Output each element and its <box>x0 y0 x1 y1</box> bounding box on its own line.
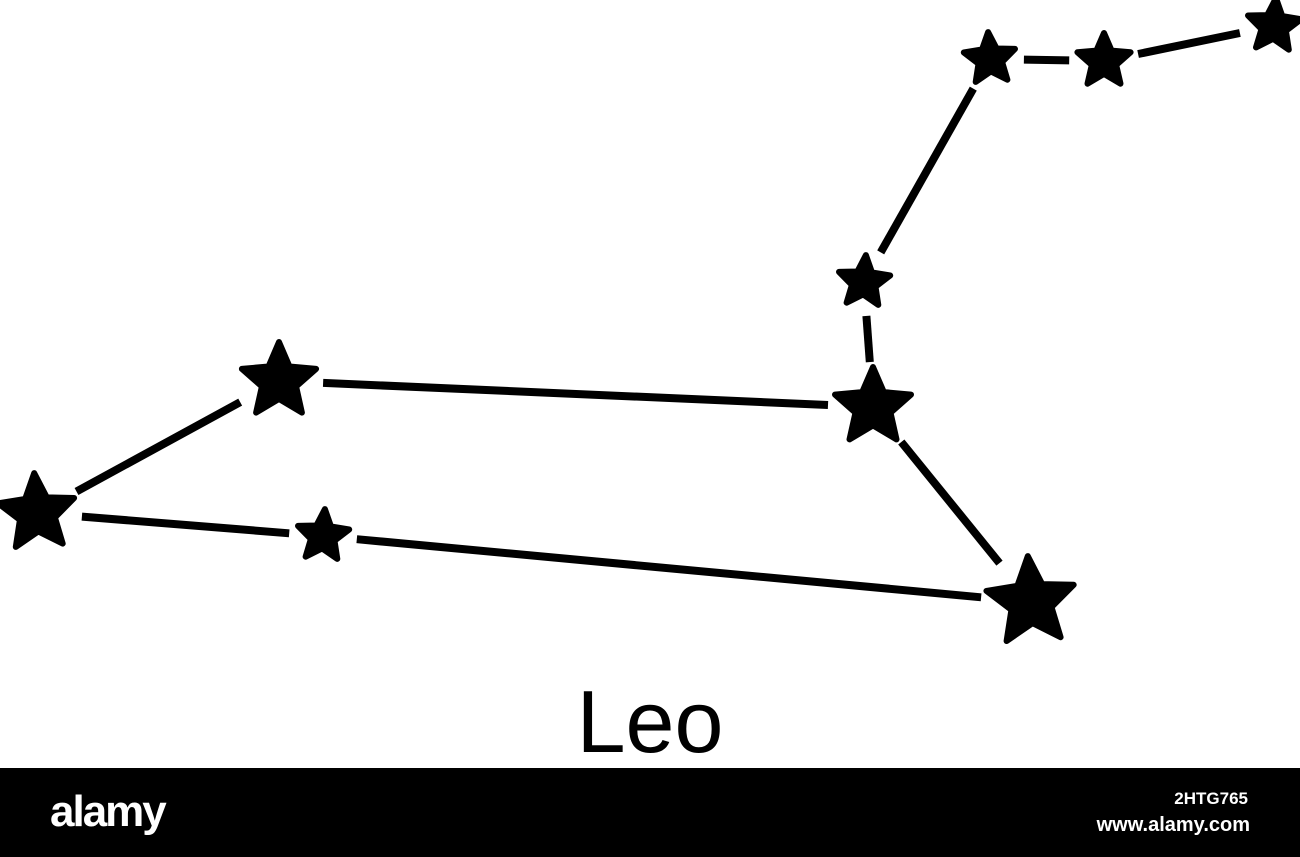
connection-line-neck-star-to-head-star <box>877 86 977 255</box>
constellation-lines <box>74 29 1241 602</box>
constellation-name: Leo <box>576 672 724 771</box>
connection-line-tail-star-to-belly-star <box>81 512 290 538</box>
connection-line-belly-star-to-hind-leg-star <box>356 535 982 602</box>
connection-line-chest-star-to-hind-leg-star <box>898 439 1003 566</box>
footer-bar: alamy 2HTG765 www.alamy.com <box>0 768 1300 857</box>
haunch-star-icon <box>238 339 320 416</box>
connection-line-tail-star-to-haunch-star <box>74 398 243 496</box>
tail-star-icon <box>0 470 78 550</box>
brand-logo: alamy <box>50 787 167 836</box>
leo-constellation-diagram <box>0 0 1300 644</box>
head-star-icon <box>960 29 1018 85</box>
mane-tip-star-icon <box>1245 0 1300 53</box>
neck-star-icon <box>836 252 894 308</box>
mane-star-icon <box>1074 30 1134 87</box>
connection-line-chest-star-to-neck-star <box>862 315 874 363</box>
connection-line-head-star-to-mane-star <box>1023 55 1070 65</box>
constellation-stars <box>0 0 1300 644</box>
site-url-label: www.alamy.com <box>1096 814 1250 836</box>
connection-line-mane-star-to-mane-tip-star <box>1137 29 1241 58</box>
connection-line-haunch-star-to-chest-star <box>322 378 829 409</box>
image-id-label: 2HTG765 <box>1174 789 1248 808</box>
belly-star-icon <box>295 506 353 562</box>
chest-star-icon <box>832 364 914 443</box>
hind-leg-star-icon <box>983 553 1077 644</box>
